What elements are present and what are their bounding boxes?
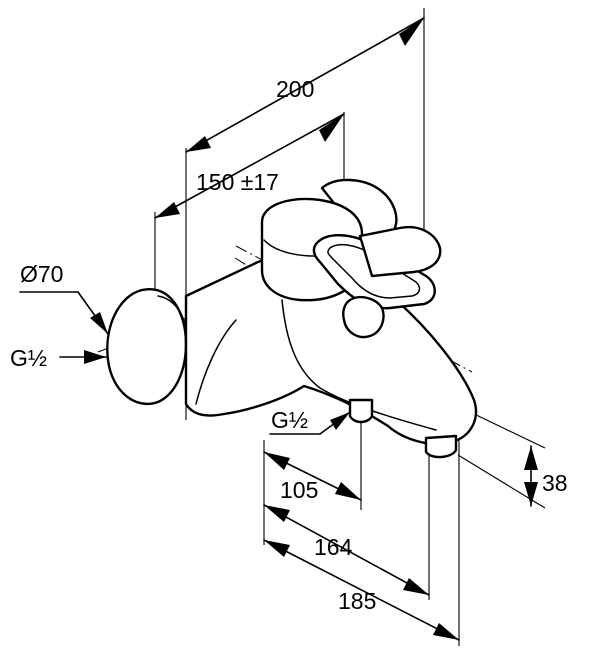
dim-inlet-thread: G½ [10,345,47,371]
dim-outlet-thread: G½ [271,407,308,433]
aerator [424,434,458,459]
dim-projection: 185 [338,588,376,614]
outlet-thread-stub [348,398,374,424]
dimension-lines [19,17,538,641]
dim-to-spout-outlet: 164 [314,534,353,560]
mixer-tap-illustration [106,178,478,459]
dim-overall-width: 200 [276,76,314,102]
dimension-labels: 200 150 ±17 Ø70 G½ G½ 105 164 185 38 [10,76,568,614]
dim-rosette-diameter: Ø70 [20,261,63,287]
left-rosette [106,287,188,405]
right-arm [358,225,442,278]
diverter-knob [342,296,385,339]
dim-to-outlet-thread: 105 [280,477,318,503]
dim-outlet-height: 38 [542,470,568,496]
dim-centre-distance: 150 ±17 [196,169,279,195]
rear-rosette [320,178,398,238]
